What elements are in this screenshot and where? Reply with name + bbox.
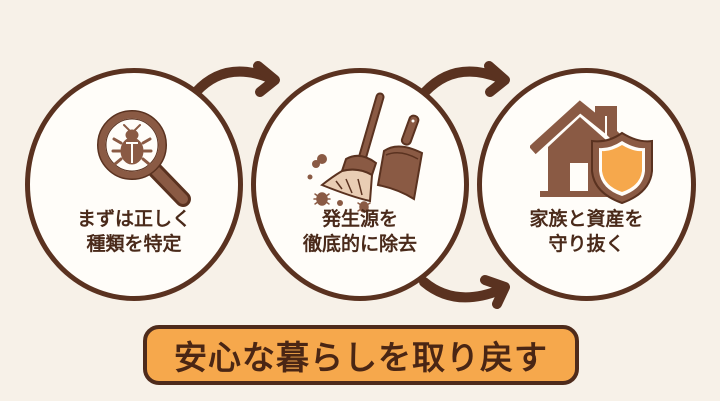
arrow-icon-step2-to-step3 — [420, 61, 510, 97]
step-2-line-2: 徹底的に除去 — [302, 233, 417, 255]
goal-banner-text: 安心な暮らしを取り戻す — [174, 338, 548, 377]
step-3-line-1: 家族と資産を — [529, 208, 644, 230]
step-2-line-1: 発生源を — [321, 208, 398, 230]
magnifier-bug-icon — [97, 110, 191, 207]
arrow-icon-step1-to-step2 — [191, 61, 280, 97]
step-1-line-1: まずは正しく — [76, 208, 191, 230]
step-1-label: まずは正しく 種類を特定 — [30, 207, 238, 257]
step-2-label: 発生源を 徹底的に除去 — [256, 207, 464, 257]
step-2-circle: 発生源を 徹底的に除去 — [251, 68, 469, 301]
house-shield-icon — [530, 100, 653, 205]
step-1-circle: まずは正しく 種類を特定 — [25, 68, 243, 301]
arrow-icon-step2-to-step3-bottom — [419, 275, 510, 309]
step-3-circle: 家族と資産を 守り抜く — [477, 68, 696, 301]
broom-dustpan-icon — [307, 92, 424, 213]
goal-banner: 安心な暮らしを取り戻す — [143, 325, 579, 385]
step-1-line-2: 種類を特定 — [86, 233, 182, 255]
step-3-line-2: 守り抜く — [548, 233, 625, 255]
step-3-label: 家族と資産を 守り抜く — [482, 207, 691, 257]
